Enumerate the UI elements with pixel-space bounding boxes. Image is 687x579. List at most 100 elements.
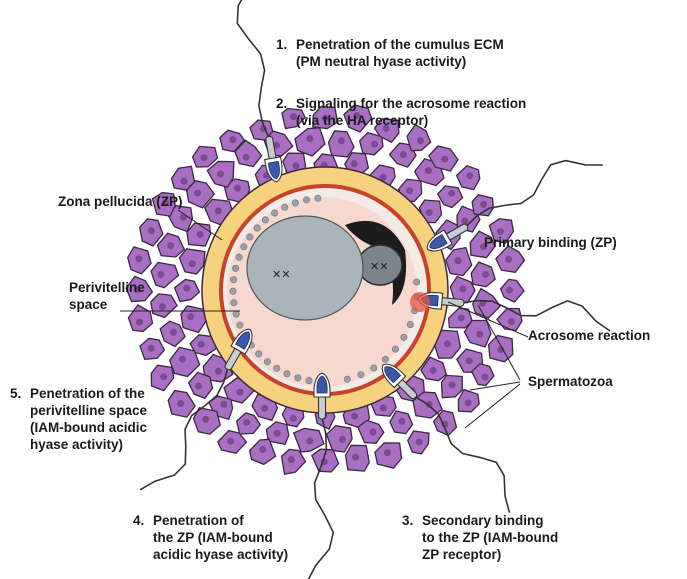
cortical-granule	[232, 310, 240, 318]
cumulus-cell-nucleus	[398, 417, 406, 425]
cumulus-cell-nucleus	[157, 270, 165, 278]
cumulus-cell-nucleus	[480, 243, 487, 251]
step-5-line-4: hyase activity)	[30, 437, 124, 452]
cortical-granule	[400, 333, 408, 341]
cumulus-cell-nucleus	[292, 162, 300, 170]
cumulus-cell	[472, 287, 502, 319]
sperm-acrosome	[429, 234, 448, 250]
step-4-line-2: the ZP (IAM-bound	[153, 530, 273, 545]
oocyte-nucleus	[246, 215, 364, 321]
label-spermatozoa: Spermatozoa	[528, 374, 613, 389]
cumulus-cell-nucleus	[351, 412, 359, 420]
cortical-granule	[314, 194, 322, 202]
sperm-midpiece	[439, 297, 465, 307]
cumulus-cell-nucleus	[147, 344, 155, 352]
cortical-granule	[294, 374, 302, 382]
cortical-granule	[232, 264, 240, 272]
label-acrosome-reaction: Acrosome reaction	[528, 328, 651, 343]
cumulus-cell-nucleus	[227, 437, 235, 445]
step-1-line-1: Penetration of the cumulus ECM	[296, 37, 504, 52]
spermatozoon	[139, 328, 253, 491]
cumulus-cell-nucleus	[234, 184, 241, 192]
sperm-acrosome	[267, 160, 280, 180]
cumulus-cell-nucleus	[188, 260, 196, 268]
cumulus-cell-nucleus	[466, 172, 474, 180]
cumulus-cell-nucleus	[229, 136, 237, 144]
step-4-line-1: Penetration of	[153, 513, 244, 528]
step-3-line-1: Secondary binding	[422, 513, 544, 528]
cumulus-cell-nucleus	[273, 429, 281, 437]
cumulus-cell-nucleus	[505, 255, 513, 263]
sperm-tail	[236, 0, 270, 139]
cumulus-cell-nucleus	[147, 227, 155, 235]
cumulus-cell	[234, 139, 263, 168]
cumulus-cell-nucleus	[135, 255, 143, 263]
step-3-line-3: ZP receptor)	[422, 547, 502, 562]
cumulus-cell-nucleus	[187, 313, 195, 321]
cumulus-cell-nucleus	[134, 286, 141, 294]
cumulus-cell-nucleus	[507, 318, 515, 326]
cortical-granule	[302, 196, 310, 204]
cumulus-cell-nucleus	[196, 230, 204, 238]
cumulus-cell-nucleus	[476, 330, 484, 338]
cumulus-cell-nucleus	[202, 415, 210, 423]
cumulus-cell-nucleus	[369, 428, 377, 436]
step-5-line-1: Penetration of the	[30, 386, 145, 401]
cumulus-cell-nucleus	[306, 135, 314, 142]
cortical-granule	[230, 299, 238, 307]
leader-lines	[120, 209, 529, 429]
cumulus-cell-nucleus	[425, 400, 433, 408]
step-3-number: 3.	[402, 513, 414, 528]
cumulus-cell-nucleus	[379, 173, 387, 181]
cumulus-cells-layer	[125, 104, 526, 475]
leader-sperm-b	[469, 381, 521, 391]
cortical-granule	[406, 320, 414, 328]
cumulus-cell-nucleus	[429, 366, 437, 374]
cumulus-cell-nucleus	[289, 113, 297, 121]
cumulus-cell-nucleus	[338, 435, 346, 443]
cortical-granule	[230, 276, 238, 284]
cumulus-cell-nucleus	[289, 414, 297, 422]
cumulus-cell-nucleus	[259, 445, 267, 453]
cortical-granule	[263, 358, 271, 366]
leader-acrosome	[447, 301, 529, 338]
cumulus-cell	[168, 346, 201, 378]
spermatozoa-group	[139, 0, 611, 579]
cumulus-cell-nucleus	[160, 373, 168, 381]
step-1-number: 1.	[276, 37, 288, 52]
cortical-granule	[255, 350, 263, 358]
cumulus-cell-nucleus	[443, 340, 451, 348]
step-5-number: 5.	[10, 386, 22, 401]
cumulus-cell-nucleus	[195, 382, 202, 390]
cortical-granule	[229, 287, 237, 295]
cumulus-cell-nucleus	[261, 404, 269, 412]
step-2-line-2: (via the HA receptor)	[296, 113, 429, 128]
cumulus-cell	[127, 304, 154, 333]
leader-zona	[177, 209, 223, 241]
cumulus-cell-nucleus	[306, 437, 314, 445]
cumulus-cell-nucleus	[482, 270, 490, 278]
cumulus-cell-nucleus	[161, 199, 169, 206]
cumulus-cell-nucleus	[243, 418, 251, 426]
cumulus-cell-nucleus	[457, 314, 465, 322]
sperm-tail	[139, 367, 229, 491]
cortical-granule	[343, 375, 351, 383]
sperm-tail	[306, 416, 335, 579]
polar-body-dark-region	[345, 220, 407, 305]
perivitelline-line-2: space	[69, 297, 108, 312]
cumulus-cell-nucleus	[448, 381, 456, 389]
cumulus-cell-nucleus	[194, 189, 202, 197]
label-step-2: 2.Signaling for the acrosome reaction (v…	[276, 95, 526, 129]
cumulus-cell-nucleus	[236, 388, 244, 396]
cortical-granule	[236, 321, 244, 329]
cumulus-cell-nucleus	[179, 213, 187, 221]
cortical-granule	[357, 371, 365, 379]
cumulus-cell-nucleus	[424, 167, 432, 174]
cumulus-cell-nucleus	[461, 217, 469, 225]
cumulus-cell-nucleus	[497, 228, 504, 236]
cumulus-cell-nucleus	[214, 367, 222, 375]
sperm-acrosome	[384, 366, 402, 384]
spermatozoon	[426, 159, 603, 252]
